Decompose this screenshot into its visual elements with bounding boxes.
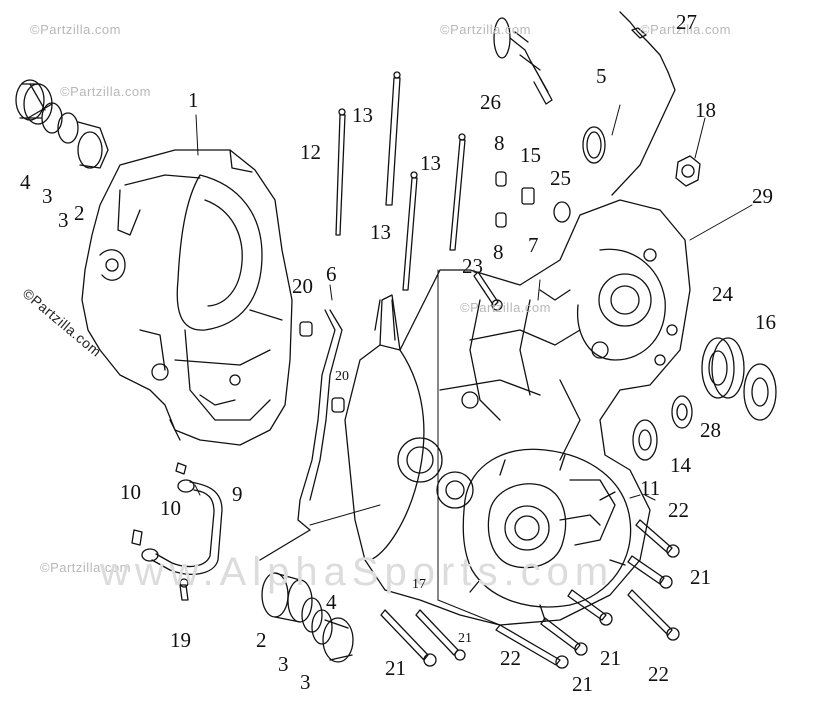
callout-21: 21 bbox=[600, 646, 621, 670]
callout-4: 4 bbox=[20, 170, 31, 194]
left-crankcase-half bbox=[81, 149, 293, 446]
callout-8: 8 bbox=[494, 131, 505, 155]
callout-1: 1 bbox=[188, 88, 199, 112]
callout-18: 18 bbox=[695, 98, 716, 122]
callout-2: 2 bbox=[74, 201, 85, 225]
watermark-text: ©Partzilla.com bbox=[40, 560, 131, 575]
watermark-text: ©Partzilla.com bbox=[460, 300, 551, 315]
watermark-text: ©Partzilla.com bbox=[30, 22, 121, 37]
callout-3: 3 bbox=[42, 184, 53, 208]
watermark-text: ©Partzilla.com bbox=[60, 84, 151, 99]
gasket bbox=[259, 309, 343, 561]
callout-3: 3 bbox=[300, 670, 311, 694]
bearings-right bbox=[632, 337, 777, 461]
callout-4: 4 bbox=[326, 590, 337, 614]
callout-21: 21 bbox=[458, 631, 472, 646]
callout-22: 22 bbox=[500, 646, 521, 670]
callout-5: 5 bbox=[596, 64, 607, 88]
callout-8: 8 bbox=[493, 240, 504, 264]
callout-16: 16 bbox=[755, 310, 776, 334]
small-parts-top bbox=[473, 11, 701, 311]
callout-23: 23 bbox=[462, 254, 483, 278]
left-seal-stack bbox=[15, 79, 109, 169]
callout-19: 19 bbox=[170, 628, 191, 652]
watermark-big: www.AlphaSports.com bbox=[100, 550, 615, 594]
callout-28: 28 bbox=[700, 418, 721, 442]
callout-29: 29 bbox=[752, 184, 773, 208]
callout-27: 27 bbox=[676, 10, 697, 34]
callout-24: 24 bbox=[712, 282, 733, 306]
callout-22: 22 bbox=[648, 662, 669, 686]
callout-11: 11 bbox=[640, 476, 661, 500]
callout-21: 21 bbox=[385, 656, 406, 680]
oil-pipe bbox=[131, 462, 223, 601]
callout-13: 13 bbox=[352, 103, 373, 127]
callout-17: 17 bbox=[412, 577, 426, 592]
leader-lines bbox=[194, 104, 753, 626]
callout-3: 3 bbox=[278, 652, 289, 676]
callout-15: 15 bbox=[520, 143, 541, 167]
callout-13: 13 bbox=[420, 151, 441, 175]
callout-20: 20 bbox=[292, 274, 313, 298]
callout-10: 10 bbox=[120, 480, 141, 504]
callout-20: 20 bbox=[335, 369, 349, 384]
stud-bolts bbox=[335, 71, 466, 291]
callout-2: 2 bbox=[256, 628, 267, 652]
callout-14: 14 bbox=[670, 453, 691, 477]
callout-3: 3 bbox=[58, 208, 69, 232]
dowel-pins bbox=[299, 321, 345, 413]
callout-6: 6 bbox=[326, 262, 337, 286]
callout-26: 26 bbox=[480, 90, 501, 114]
callout-7: 7 bbox=[528, 233, 539, 257]
lower-seal-stack bbox=[261, 572, 354, 663]
watermark-text: ©Partzilla.com bbox=[640, 22, 731, 37]
right-crankcase-half bbox=[344, 199, 691, 626]
callout-25: 25 bbox=[550, 166, 571, 190]
watermark-text: ©Partzilla.com bbox=[440, 22, 531, 37]
callout-21: 21 bbox=[572, 672, 593, 696]
callout-13: 13 bbox=[370, 220, 391, 244]
callout-9: 9 bbox=[232, 482, 243, 506]
case-bolts bbox=[380, 519, 680, 669]
callout-21: 21 bbox=[690, 565, 711, 589]
callout-12: 12 bbox=[300, 140, 321, 164]
callout-10: 10 bbox=[160, 496, 181, 520]
callout-22: 22 bbox=[668, 498, 689, 522]
